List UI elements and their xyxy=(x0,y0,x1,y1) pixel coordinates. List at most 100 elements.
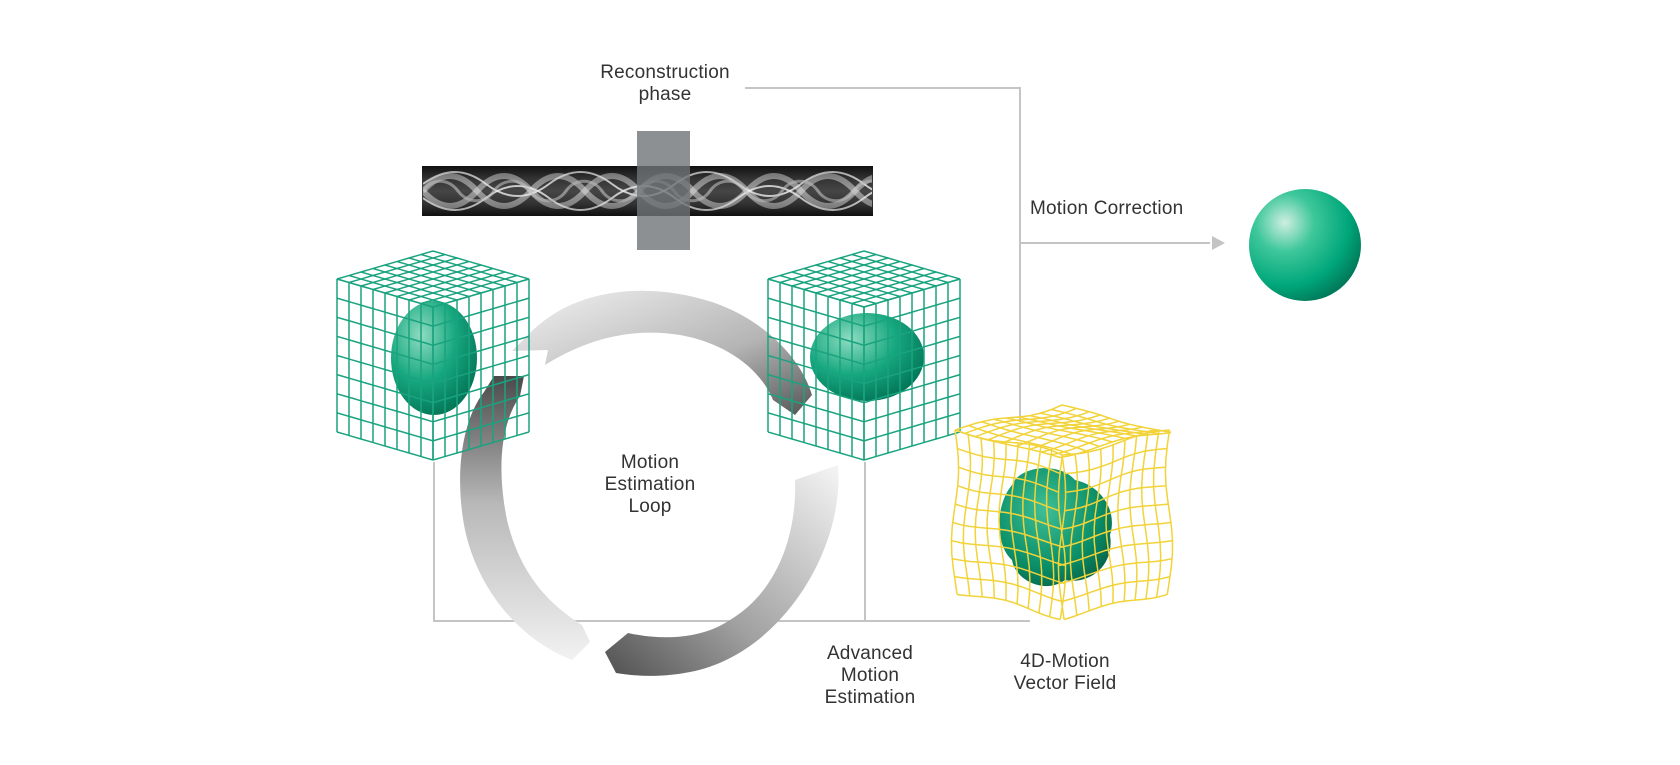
grid-line xyxy=(1062,503,1169,530)
grid-line xyxy=(962,434,972,596)
grid-line xyxy=(1029,414,1138,437)
left-voxel-cube xyxy=(336,250,530,461)
grid-line xyxy=(955,503,1062,530)
loop-arrow-lower xyxy=(605,465,839,676)
grid-line xyxy=(964,407,1077,435)
grid-line xyxy=(951,539,1066,567)
motion-estimation-loop-label: Motion Estimation Loop xyxy=(590,452,710,518)
grid-line xyxy=(974,438,984,597)
motion-correction-connector xyxy=(745,87,1210,244)
grid-line xyxy=(957,593,1061,621)
label-line: Motion Correction xyxy=(1030,198,1184,219)
grid-line xyxy=(981,421,1087,452)
grid-line xyxy=(1065,466,1166,493)
left-cube-blob xyxy=(391,301,477,415)
grid-line xyxy=(791,271,889,301)
grid-line xyxy=(955,429,1061,459)
grid-line xyxy=(1051,408,1161,435)
grid-line xyxy=(974,410,1090,438)
reconstruction-phase-window xyxy=(637,131,690,250)
grid-line xyxy=(803,267,901,298)
grid-line xyxy=(767,393,865,423)
grid-line xyxy=(432,278,530,308)
grid-line xyxy=(1059,521,1171,549)
grid-line xyxy=(993,418,1100,448)
grid-line xyxy=(998,441,1007,601)
grid-line xyxy=(863,373,961,404)
grid-line xyxy=(1016,420,1120,448)
grid-line xyxy=(863,354,961,385)
grid-line xyxy=(1117,440,1126,602)
motion-corrected-sphere xyxy=(1249,189,1361,301)
grid-line xyxy=(1064,447,1167,475)
grid-line xyxy=(1041,426,1143,453)
grid-line xyxy=(1164,429,1174,595)
grid-line xyxy=(1005,417,1113,443)
label-line: Estimation xyxy=(824,687,916,708)
grid-line xyxy=(1010,442,1019,605)
grid-line xyxy=(955,404,1063,431)
grid-line xyxy=(336,431,434,461)
grid-line xyxy=(767,373,865,404)
grid-line xyxy=(952,557,1066,585)
grid-line xyxy=(767,278,865,308)
grid-line xyxy=(1081,452,1091,611)
motion-vector-field-cube xyxy=(950,404,1174,621)
label-line: 4D-Motion xyxy=(1020,651,1110,672)
label-line: Loop xyxy=(628,496,672,517)
grid-line xyxy=(1064,484,1167,512)
grid-line xyxy=(767,412,865,442)
grid-line xyxy=(987,414,1101,441)
grid-line xyxy=(1050,429,1157,456)
right-voxel-cube xyxy=(767,250,961,461)
vector-field-label: 4D-Motion Vector Field xyxy=(1000,651,1130,695)
grid-line xyxy=(1060,431,1172,459)
grid-line xyxy=(1061,404,1172,434)
grid-line xyxy=(1017,416,1125,440)
label-line: Estimation xyxy=(604,474,696,495)
grid-line xyxy=(1029,423,1130,451)
grid-line xyxy=(1061,575,1171,603)
grid-line xyxy=(1059,557,1173,585)
loop-arrow-upper xyxy=(512,290,812,415)
grid-line xyxy=(1129,435,1138,601)
connector-lines xyxy=(433,87,1210,622)
grid-line xyxy=(432,412,530,442)
grid-line xyxy=(986,440,996,599)
label-line: Motion xyxy=(620,452,680,473)
grid-line xyxy=(408,271,506,301)
grid-line xyxy=(336,412,434,442)
grid-line xyxy=(384,264,482,294)
grid-line xyxy=(863,412,961,442)
grid-line xyxy=(336,393,434,423)
grid-line xyxy=(952,521,1065,549)
arrow-head-icon xyxy=(1212,236,1225,250)
label-line: Motion xyxy=(840,665,900,686)
grid-line xyxy=(1152,430,1162,598)
grid-line xyxy=(863,431,961,461)
grid-line xyxy=(839,271,937,301)
label-line: Vector Field xyxy=(1013,673,1117,694)
grid-line xyxy=(420,274,518,305)
grid-line xyxy=(432,373,530,404)
grid-line xyxy=(1057,454,1067,620)
right-cube-blob xyxy=(810,313,924,401)
grid-line xyxy=(432,393,530,423)
grid-line xyxy=(957,484,1060,512)
grid-line xyxy=(827,267,925,298)
grid-line xyxy=(372,267,470,298)
grid-line xyxy=(779,274,877,305)
grid-line xyxy=(1045,450,1055,617)
grid-line xyxy=(336,373,434,404)
grid-line xyxy=(954,575,1064,603)
grid-line xyxy=(1001,417,1110,444)
label-line: Reconstruction xyxy=(600,62,730,83)
grid-line xyxy=(851,274,949,305)
grid-line xyxy=(1063,593,1168,621)
grid-line xyxy=(1069,453,1079,616)
grid-line xyxy=(1093,448,1103,607)
grid-line xyxy=(958,466,1059,493)
grid-line xyxy=(1057,454,1067,620)
loop-arrow-left xyxy=(460,376,590,660)
